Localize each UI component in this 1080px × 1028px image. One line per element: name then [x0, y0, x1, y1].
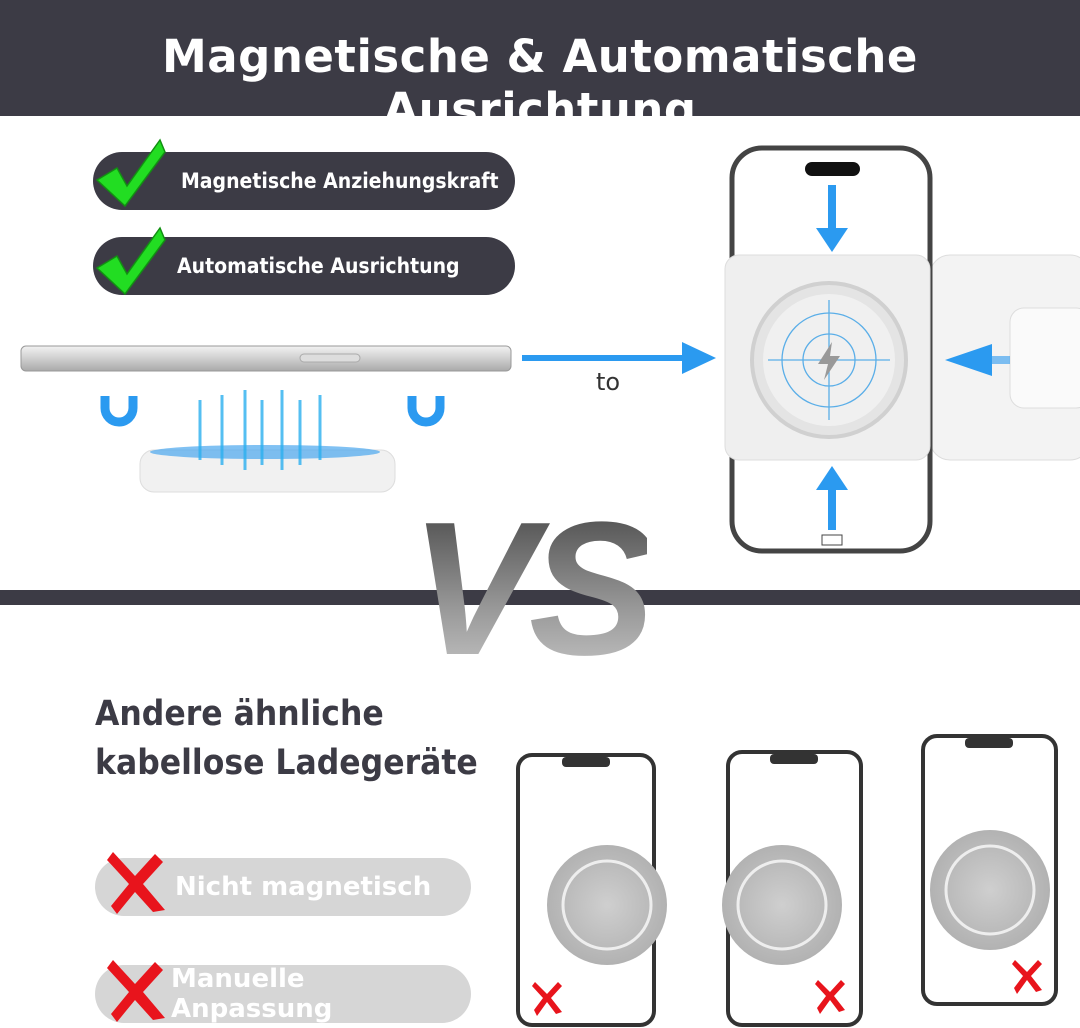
vs-label: VS: [410, 480, 655, 698]
comparison-heading: Andere ähnliche kabellose Ladegeräte: [95, 690, 478, 788]
phone-3: [921, 734, 1058, 1006]
drawback-label: Nicht magnetisch: [175, 872, 432, 902]
feature-pill-alignment: Automatische Ausrichtung: [93, 237, 515, 295]
check-icon: [95, 138, 166, 208]
heading-line: kabellose Ladegeräte: [95, 743, 478, 783]
x-icon: [107, 960, 165, 1022]
arrow-label: to: [596, 368, 621, 396]
magnet-illustration: [20, 345, 512, 493]
charger-illustration: [724, 145, 1080, 554]
phone-2: [722, 750, 863, 1027]
header-band: [0, 0, 1080, 116]
arrow-right-icon: [522, 342, 716, 374]
page-title: Magnetische & Automatische Ausrichtung: [162, 30, 918, 136]
section-divider: [0, 590, 1080, 605]
check-icon: [95, 226, 166, 296]
drawback-label: Manuelle Anpassung: [171, 964, 333, 1024]
heading-line: Andere ähnliche: [95, 694, 384, 734]
phone-1: [516, 753, 667, 1027]
feature-label: Automatische Ausrichtung: [177, 254, 460, 278]
feature-pill-magnetic: Magnetische Anziehungskraft: [93, 152, 515, 210]
x-icon: [107, 852, 165, 914]
feature-label: Magnetische Anziehungskraft: [181, 169, 499, 193]
misaligned-phones-illustration: [516, 734, 1058, 1027]
